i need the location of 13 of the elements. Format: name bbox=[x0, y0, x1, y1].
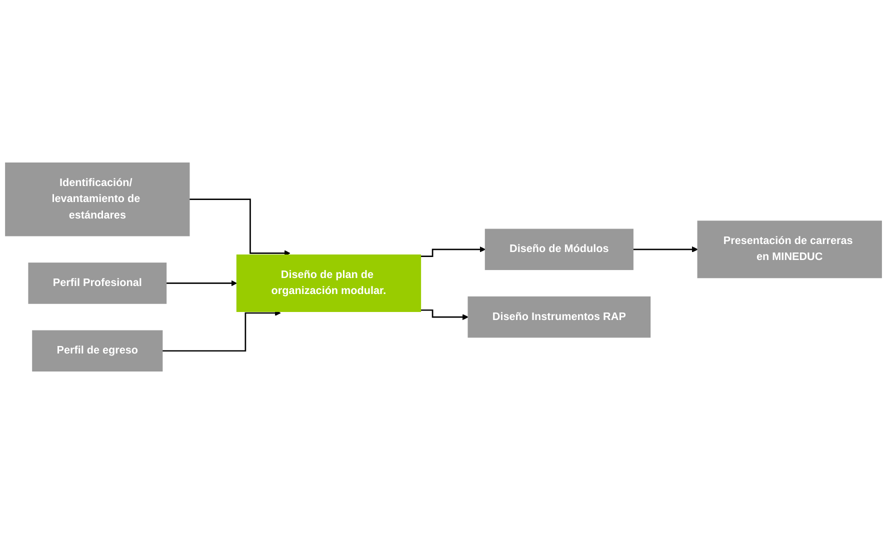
arrow bbox=[166, 280, 237, 286]
node-box: Presentación de carreras en MINEDUC bbox=[697, 220, 882, 278]
arrow bbox=[162, 310, 281, 352]
node-box: Diseño de Módulos bbox=[484, 228, 634, 270]
arrow bbox=[633, 246, 698, 252]
arrow bbox=[420, 309, 468, 320]
node-box: Diseño de plan de organización modular. bbox=[236, 254, 422, 312]
node-box: Perfil Profesional bbox=[28, 262, 167, 304]
arrow bbox=[420, 246, 486, 258]
node-box: Diseño Instrumentos RAP bbox=[468, 296, 651, 338]
node-box: Perfil de egreso bbox=[32, 330, 163, 372]
arrow bbox=[189, 198, 290, 256]
node-box: Identificación/ levantamiento de estándares bbox=[5, 162, 190, 236]
